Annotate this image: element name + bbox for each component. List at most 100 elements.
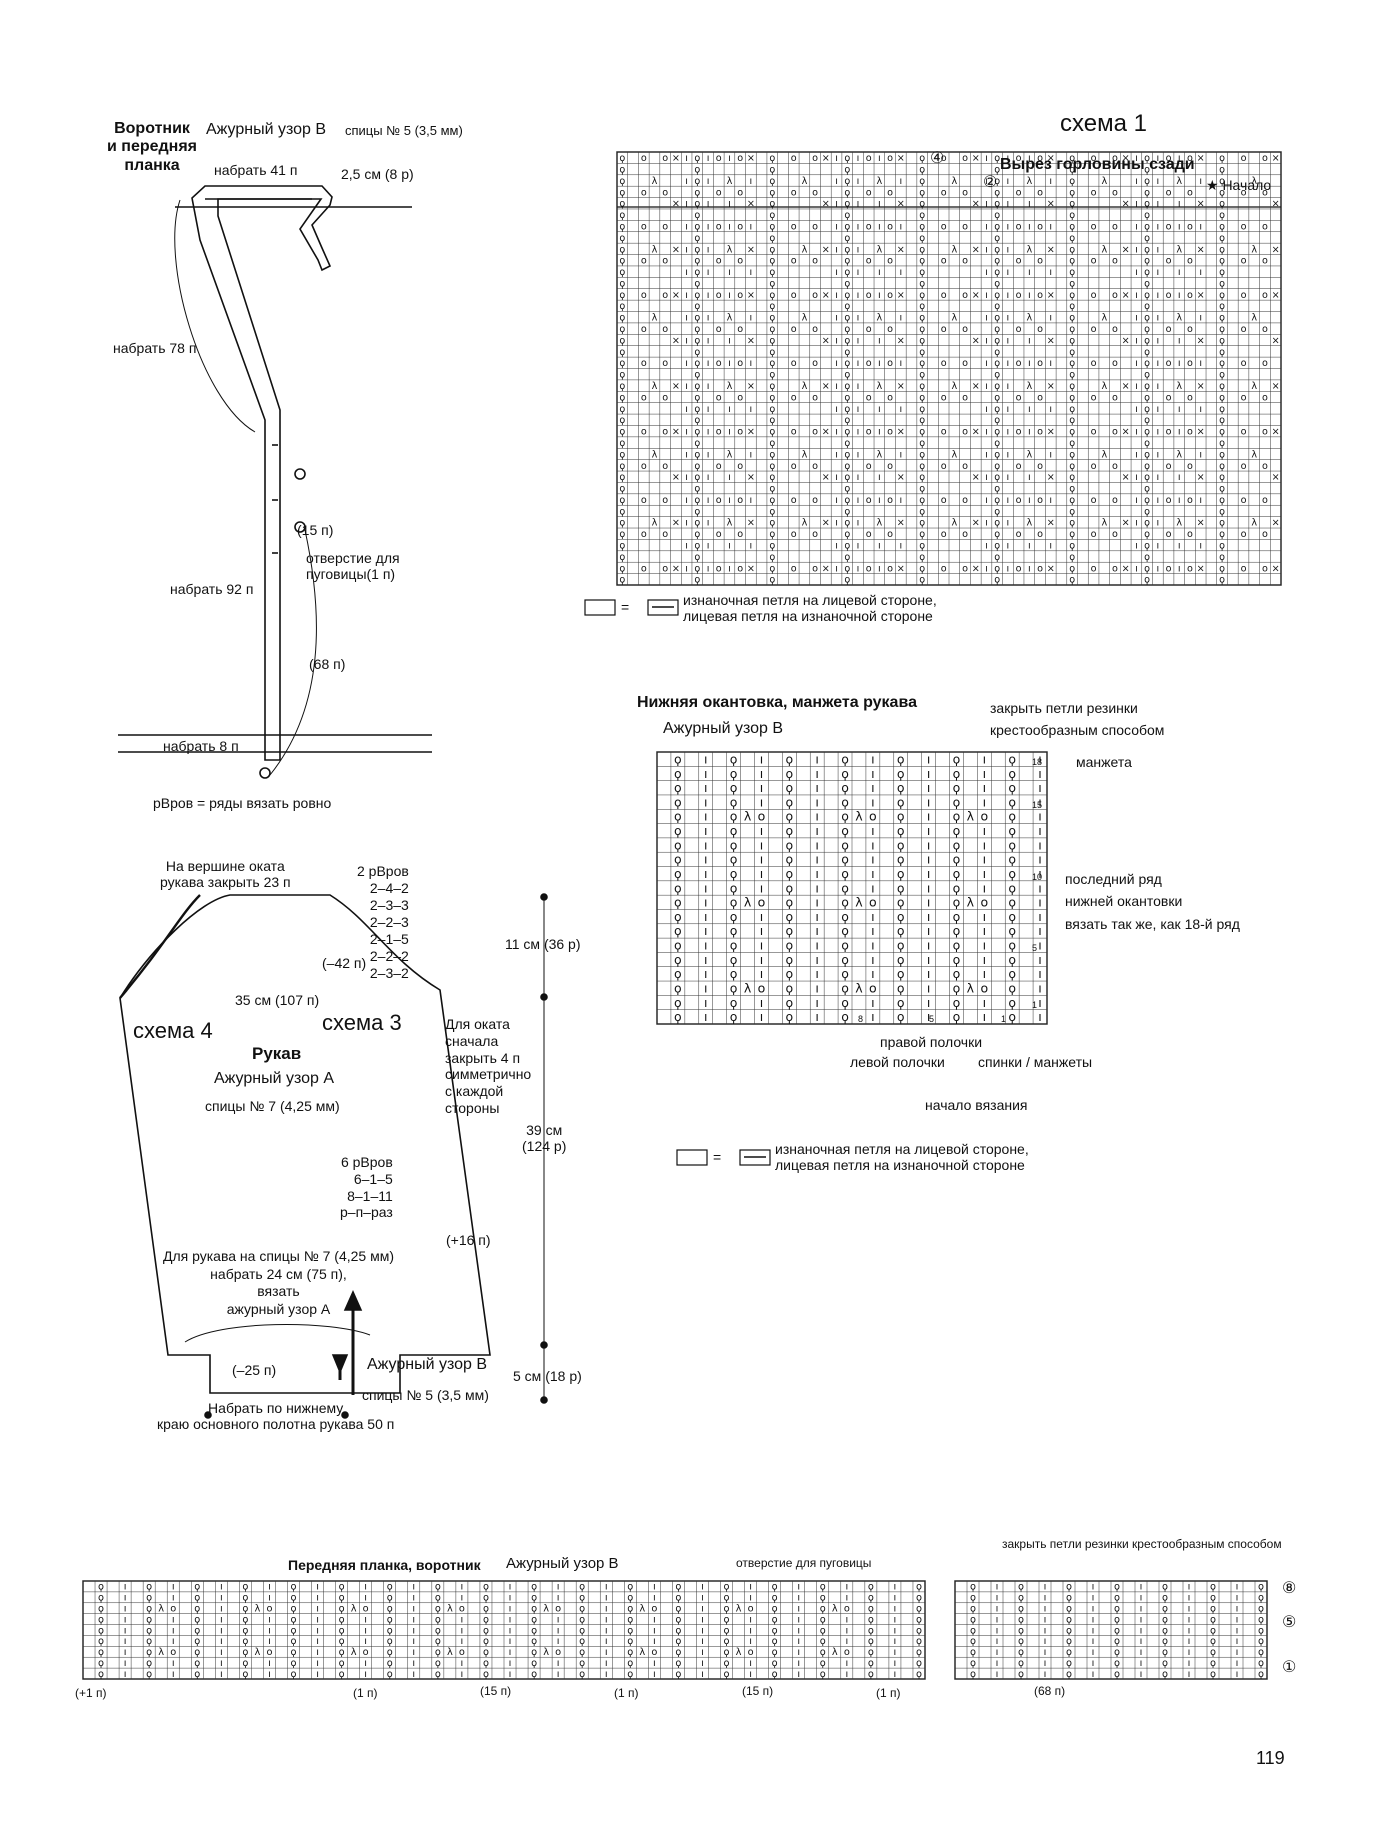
stitch-symbol: ο xyxy=(1091,290,1097,301)
stitch-symbol: λ xyxy=(877,449,883,460)
stitch-symbol: ο xyxy=(791,187,797,198)
stitch-symbol: ο xyxy=(716,290,722,301)
stitch-symbol: ı xyxy=(1028,541,1031,552)
stitch-symbol: ı xyxy=(845,1625,848,1636)
stitch-symbol: ο xyxy=(887,427,893,438)
stitch-symbol: ϙ xyxy=(1210,1636,1216,1647)
stitch-symbol: × xyxy=(1047,244,1055,255)
stitch-symbol: ϙ xyxy=(841,823,849,838)
stitch-symbol: ı xyxy=(704,766,707,781)
stitch-symbol: ϙ xyxy=(919,233,925,244)
stitch-symbol: ϙ xyxy=(785,966,793,981)
stitch-symbol: × xyxy=(672,244,680,255)
stitch-symbol: ϙ xyxy=(868,1582,874,1593)
stitch-symbol: ı xyxy=(707,176,710,187)
stitch-symbol: ϙ xyxy=(1162,1669,1168,1680)
stitch-symbol: ϙ xyxy=(897,952,905,967)
stitch-symbol: ϙ xyxy=(1144,176,1150,187)
stitch-symbol: ϙ xyxy=(387,1658,393,1669)
stitch-symbol: ο xyxy=(1037,290,1043,301)
stitch-symbol: λ xyxy=(736,1647,742,1658)
stitch-symbol: ο xyxy=(941,495,947,506)
stitch-symbol: × xyxy=(672,290,680,301)
stitch-symbol: ϙ xyxy=(98,1647,104,1658)
stitch-symbol: ϙ xyxy=(579,1625,585,1636)
stitch-symbol: ϙ xyxy=(953,880,961,895)
band-legend: изнаночная петля на лицевой стороне, лиц… xyxy=(775,1141,1029,1174)
stitch-symbol: ϙ xyxy=(772,1614,778,1625)
stitch-symbol: ϙ xyxy=(897,923,905,938)
stitch-symbol: λ xyxy=(158,1647,164,1658)
stitch-symbol: ı xyxy=(1135,221,1138,232)
stitch-symbol: ϙ xyxy=(194,1669,200,1680)
front-band-n1a: (1 п) xyxy=(353,1686,378,1700)
stitch-symbol: ϙ xyxy=(1069,153,1075,164)
stitch-symbol: ϙ xyxy=(730,952,738,967)
stitch-symbol: λ xyxy=(877,381,883,392)
stitch-symbol: ο xyxy=(941,324,947,335)
stitch-symbol: ο xyxy=(716,427,722,438)
stitch-symbol: ı xyxy=(797,1625,800,1636)
stitch-symbol: ı xyxy=(871,995,874,1010)
stitch-symbol: ϙ xyxy=(994,358,1000,369)
stitch-symbol: ϙ xyxy=(483,1669,489,1680)
stitch-symbol: ϙ xyxy=(1069,256,1075,267)
stitch-symbol: ο xyxy=(662,427,668,438)
stitch-symbol: ı xyxy=(685,381,688,392)
stitch-symbol: ϙ xyxy=(844,176,850,187)
stitch-symbol: ϙ xyxy=(994,438,1000,449)
stitch-symbol: × xyxy=(1272,518,1280,529)
stitch-symbol: ı xyxy=(557,1582,560,1593)
stitch-symbol: ϙ xyxy=(483,1614,489,1625)
stitch-symbol: ο xyxy=(866,290,872,301)
stitch-symbol: ο xyxy=(1091,358,1097,369)
stitch-symbol: λ xyxy=(832,1603,838,1614)
stitch-symbol: ı xyxy=(412,1636,415,1647)
stitch-symbol: ο xyxy=(791,427,797,438)
stitch-symbol: ϙ xyxy=(674,809,682,824)
stitch-symbol: ϙ xyxy=(785,995,793,1010)
stitch-symbol: ı xyxy=(996,1582,999,1593)
stitch-symbol: ϙ xyxy=(1162,1636,1168,1647)
stitch-symbol: ı xyxy=(1156,313,1159,324)
stitch-symbol: ο xyxy=(1262,324,1268,335)
stitch-symbol: ο xyxy=(866,221,872,232)
stitch-symbol: ϙ xyxy=(483,1603,489,1614)
stitch-symbol: ϙ xyxy=(897,895,905,910)
stitch-symbol: ı xyxy=(927,966,930,981)
stitch-symbol: ο xyxy=(716,495,722,506)
stitch-symbol: ο xyxy=(791,290,797,301)
stitch-symbol: ϙ xyxy=(919,506,925,517)
stitch-symbol: ı xyxy=(1049,358,1052,369)
stitch-symbol: ϙ xyxy=(619,358,625,369)
stitch-symbol: ı xyxy=(835,563,838,574)
stitch-symbol: ı xyxy=(557,1625,560,1636)
stitch-symbol: ο xyxy=(1112,427,1118,438)
stitch-symbol: ο xyxy=(170,1647,176,1658)
stitch-symbol: ı xyxy=(1140,1669,1143,1680)
stitch-symbol: ı xyxy=(1028,358,1031,369)
stitch-symbol: ı xyxy=(509,1647,512,1658)
stitch-symbol: ο xyxy=(812,290,818,301)
stitch-symbol: ı xyxy=(1007,541,1010,552)
stitch-symbol: ı xyxy=(412,1593,415,1604)
stitch-symbol: ϙ xyxy=(897,880,905,895)
stitch-symbol: ϙ xyxy=(953,794,961,809)
stitch-symbol: ı xyxy=(605,1603,608,1614)
stitch-symbol: × xyxy=(1122,244,1130,255)
stitch-symbol: ο xyxy=(662,461,668,472)
stitch-symbol: ϙ xyxy=(1008,909,1016,924)
stitch-symbol: ı xyxy=(835,541,838,552)
stitch-symbol: × xyxy=(822,472,830,483)
stitch-symbol: ϙ xyxy=(919,404,925,415)
stitch-symbol: ı xyxy=(749,1669,752,1680)
stitch-symbol: ı xyxy=(996,1625,999,1636)
stitch-symbol: ο xyxy=(812,221,818,232)
stitch-symbol: ı xyxy=(707,267,710,278)
stitch-symbol: ο xyxy=(962,529,968,540)
stitch-symbol: ı xyxy=(894,1636,897,1647)
stitch-symbol: ı xyxy=(894,1647,897,1658)
stitch-symbol: × xyxy=(1047,472,1055,483)
stitch-symbol: ı xyxy=(1049,313,1052,324)
